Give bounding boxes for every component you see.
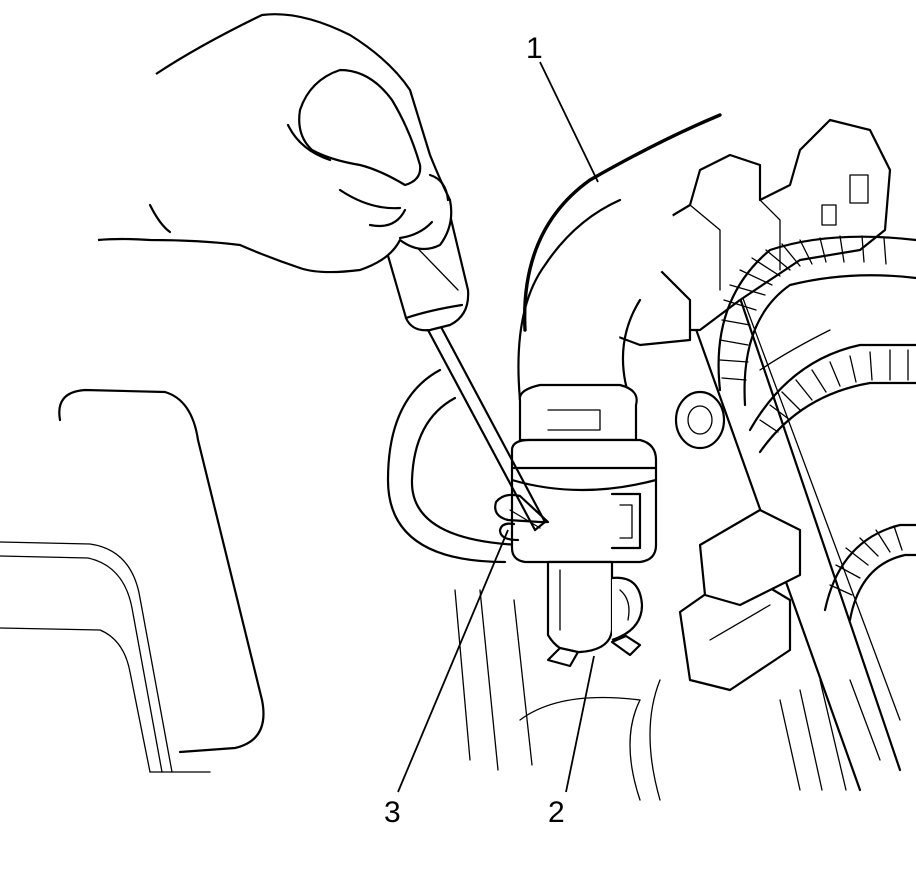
callout-1: 1 bbox=[526, 32, 599, 183]
callout-2-label: 2 bbox=[548, 796, 565, 829]
hand bbox=[97, 13, 453, 274]
mounting-ring bbox=[386, 368, 641, 771]
engine-cover-panel bbox=[0, 388, 265, 773]
callout-1-label: 1 bbox=[526, 32, 543, 65]
callout-3: 3 bbox=[384, 529, 509, 829]
hose bbox=[517, 113, 722, 442]
callout-3-label: 3 bbox=[384, 796, 401, 829]
wiring-harness-middle bbox=[748, 329, 916, 454]
callout-2: 2 bbox=[548, 655, 595, 829]
wiring-harness-lower bbox=[823, 523, 916, 622]
quick-connect-fitting bbox=[510, 438, 658, 668]
wiring-harness-upper bbox=[717, 235, 916, 407]
